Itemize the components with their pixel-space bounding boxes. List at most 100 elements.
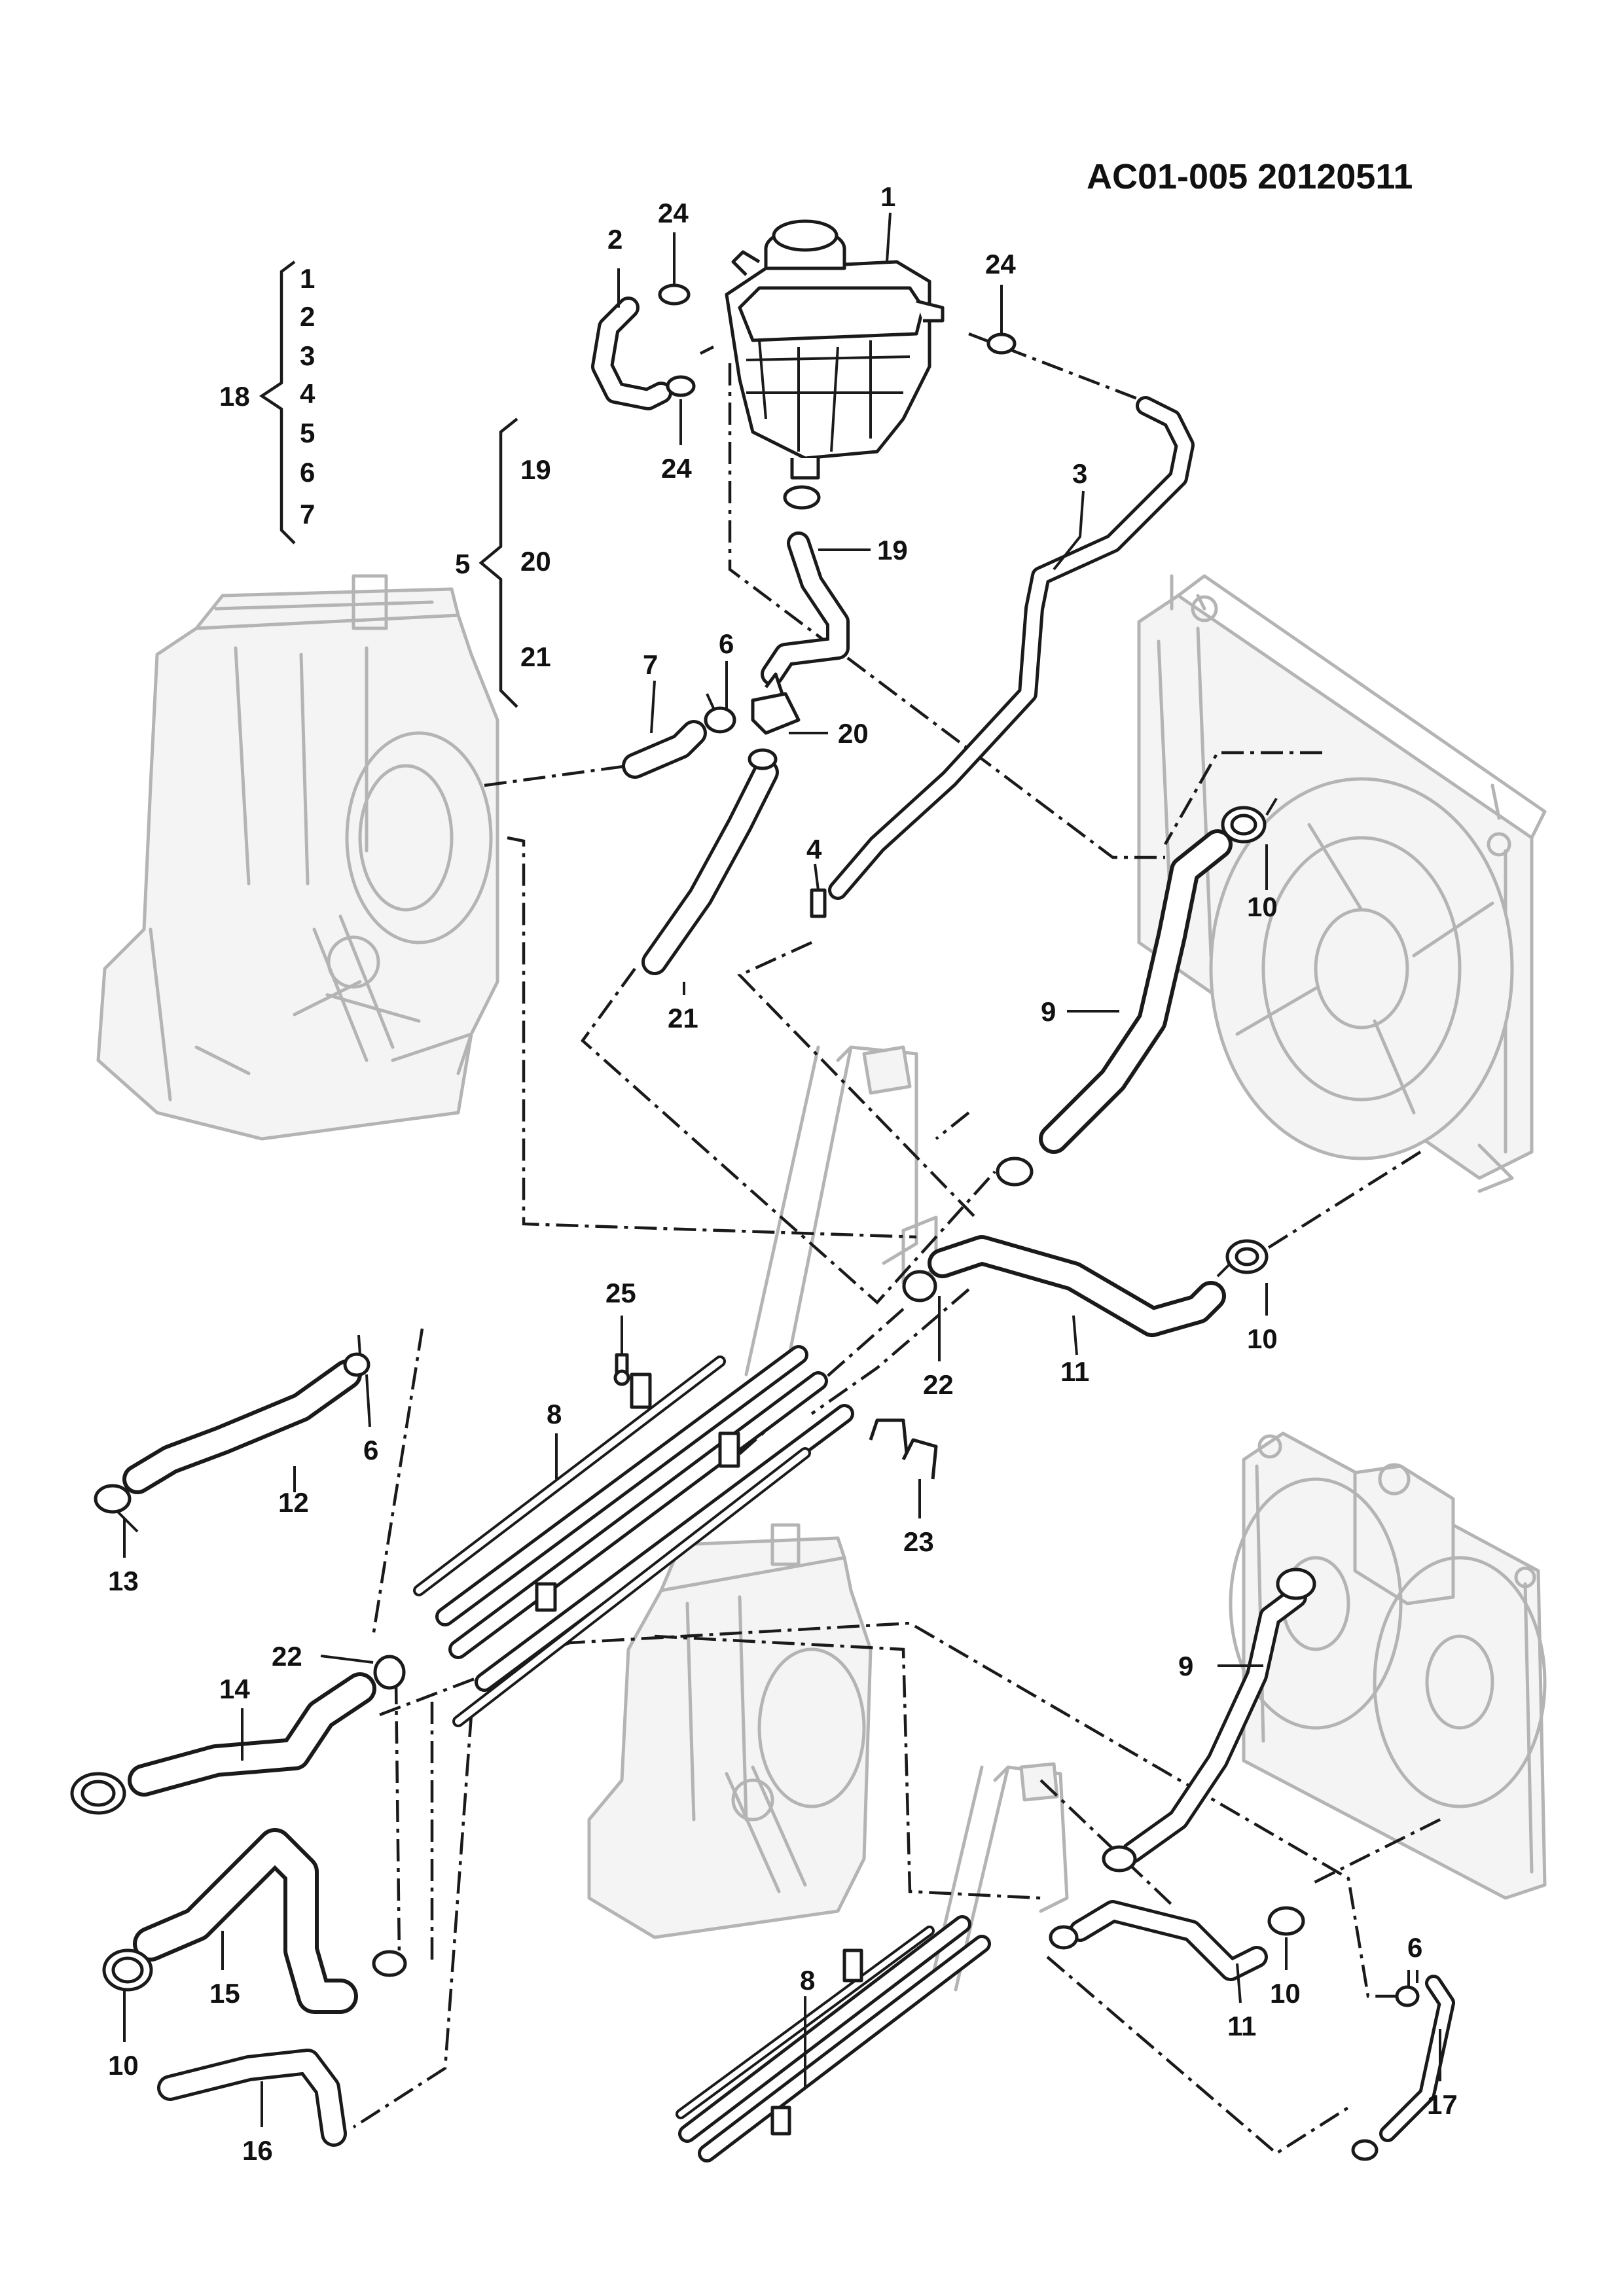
clamp-17-end (1351, 2139, 1379, 2161)
callout-10-upper-b: 10 (1247, 1323, 1278, 1354)
pipe-clip-a (630, 1372, 652, 1409)
legend-18-item-4: 4 (300, 378, 316, 409)
callout-10-upper-a: 10 (1247, 891, 1278, 922)
callout-25: 25 (605, 1278, 636, 1308)
callout-6-upper: 6 (719, 628, 734, 659)
legend-18-label: 18 (219, 381, 250, 412)
pipe-clip-d (842, 1948, 863, 1982)
clamp-10-lower-b (1267, 1906, 1305, 1936)
callout-4: 4 (806, 834, 822, 865)
hose-2 (591, 296, 672, 410)
callout-8-lower: 8 (800, 1965, 815, 1996)
callout-22-upper: 22 (923, 1369, 954, 1400)
hose-16 (157, 2049, 347, 2147)
hose-3 (828, 396, 1195, 900)
hose-9-upper (1039, 829, 1233, 1154)
clamp-22-upper (902, 1270, 937, 1302)
bolt-25 (613, 1353, 630, 1386)
callout-19: 19 (877, 535, 908, 565)
clamp-lower-hose-9 (1102, 1845, 1137, 1873)
clamp-14-end (70, 1772, 126, 1815)
pipe-clip-b (718, 1431, 740, 1468)
legend-group-5: 5 19 20 21 (455, 418, 551, 708)
heater-pipes-upper (413, 1345, 854, 1727)
clamp-10-upper-b (1216, 1239, 1269, 1278)
hose-11-upper (928, 1235, 1226, 1337)
callout-labels: 1 2 24 24 24 3 19 20 7 6 21 4 9 10 10 11… (108, 181, 1458, 2166)
clamp-lower-hose-11 (1049, 1925, 1079, 1950)
callout-6-left: 6 (363, 1435, 378, 1465)
callout-12: 12 (278, 1487, 309, 1518)
hose-9-lower (1121, 1586, 1307, 1863)
callout-21: 21 (668, 1003, 698, 1033)
clamp-24-left (666, 375, 696, 397)
callout-14: 14 (219, 1674, 250, 1704)
callout-6-lower: 6 (1407, 1932, 1422, 1963)
tee-connector-20 (748, 672, 801, 770)
callout-23: 23 (903, 1526, 934, 1557)
callout-24-left: 24 (661, 453, 692, 484)
callout-9-lower: 9 (1178, 1651, 1193, 1681)
hose-11-lower (1069, 1900, 1268, 1981)
clamp-23 (869, 1418, 938, 1480)
hose-15 (133, 1828, 358, 2014)
clamp-22-left (373, 1655, 406, 1690)
callout-10-left: 10 (108, 2050, 139, 2081)
heater-pipe-bracket-upper (744, 1045, 938, 1376)
clamp-mid-hose-9 (996, 1157, 1034, 1187)
legend-18-item-3: 3 (300, 340, 315, 371)
hose-21 (641, 759, 779, 975)
legend-5-item-19: 19 (520, 454, 551, 485)
heater-pipes-lower (676, 1915, 991, 2162)
legend-18-item-2: 2 (300, 301, 315, 332)
pipe-clip-c (535, 1582, 557, 1612)
callout-9-upper: 9 (1041, 996, 1056, 1027)
callout-20: 20 (838, 718, 869, 749)
legend-18-item-1: 1 (300, 263, 315, 294)
diagram-title: AC01-005 20120511 (1087, 157, 1413, 196)
clamp-6-lower (1395, 1970, 1420, 2007)
hose-17 (1379, 1975, 1455, 2142)
clamp-19 (783, 485, 821, 510)
hose-19 (761, 531, 850, 686)
heater-blower-unit-lower (587, 1523, 873, 1939)
hose-14 (128, 1672, 376, 1797)
legend-group-18: 18 1 2 3 4 5 6 7 (219, 260, 316, 545)
clamp-24-right (986, 321, 1017, 355)
legend-18-item-5: 5 (300, 418, 315, 448)
callout-17: 17 (1427, 2089, 1458, 2120)
radiator-fan-assembly-upper (1137, 574, 1547, 1193)
callout-8-upper: 8 (547, 1399, 562, 1429)
legend-5-label: 5 (455, 548, 470, 579)
clamp-15-end (372, 1950, 407, 1977)
clamp-10-lower-a (1276, 1568, 1316, 1600)
callout-15: 15 (209, 1978, 240, 2009)
clamp-10-upper-a (1221, 797, 1278, 844)
heater-pipe-bracket-lower (928, 1762, 1069, 1992)
hose-12 (122, 1359, 362, 1494)
clamp-6-left (343, 1335, 370, 1377)
callout-2: 2 (607, 224, 623, 255)
expansion-tank (725, 219, 945, 480)
legend-18-item-7: 7 (300, 499, 315, 529)
callout-22-left: 22 (272, 1641, 302, 1672)
callout-11-upper: 11 (1060, 1356, 1089, 1387)
connector-4 (810, 888, 827, 918)
heater-blower-unit-upper (96, 574, 499, 1141)
clamp-6-upper (704, 693, 736, 734)
callout-10-lower: 10 (1270, 1978, 1301, 2009)
callout-7: 7 (643, 649, 658, 680)
callout-16: 16 (242, 2135, 273, 2166)
legend-5-item-20: 20 (520, 546, 551, 577)
leader-lines (123, 212, 1441, 2127)
callout-3: 3 (1072, 458, 1087, 489)
clamp-13 (94, 1484, 139, 1533)
clamp-24-top (658, 275, 691, 306)
legend-5-item-21: 21 (520, 641, 551, 672)
legend-18-item-6: 6 (300, 457, 315, 488)
callout-24-right: 24 (985, 249, 1016, 279)
routing-dash-lines (352, 332, 1441, 2155)
pipe-clip-e (770, 2106, 791, 2136)
